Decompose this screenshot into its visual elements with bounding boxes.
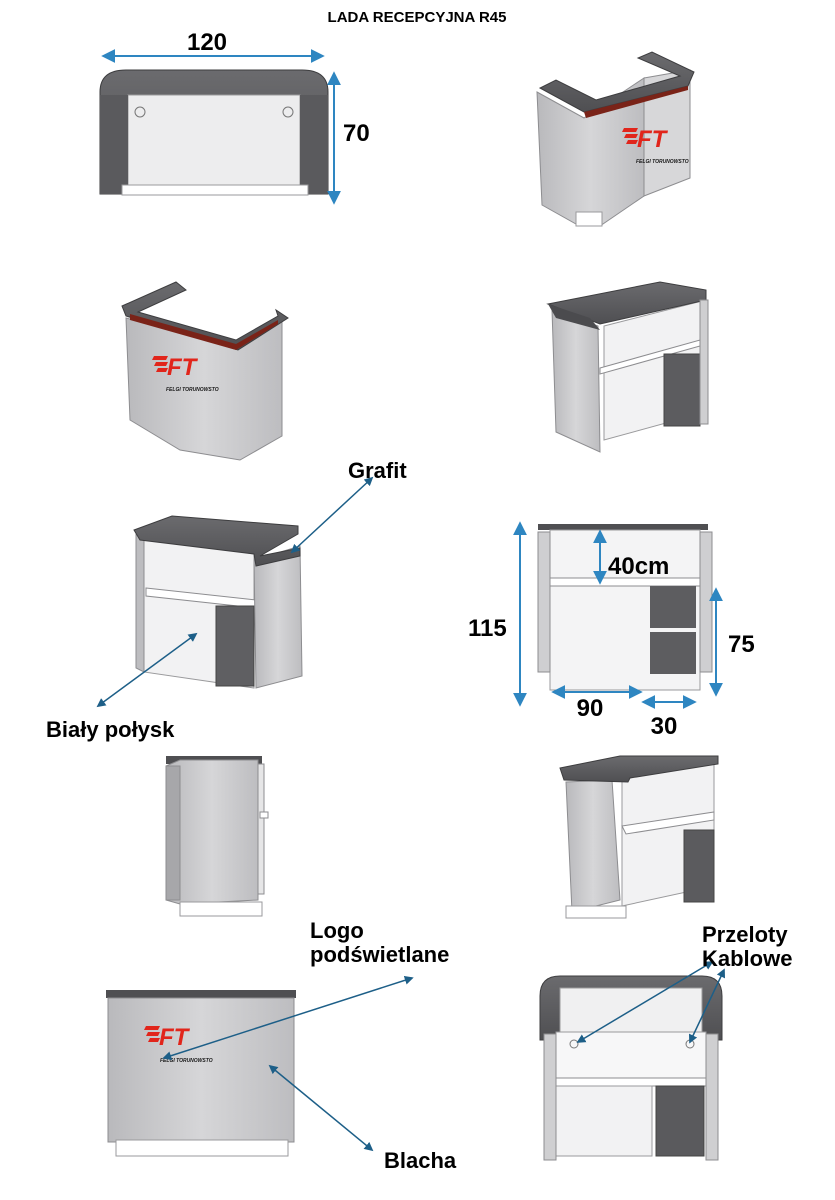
arrow-przeloty-right (689, 968, 725, 1044)
rear-perspective-view-2 (559, 755, 719, 919)
dim-width-label: 120 (187, 29, 227, 56)
front-perspective-view-left: FELGI TORUNOWSTO (121, 281, 289, 461)
materials-view: Grafit Biały połysk (46, 458, 407, 742)
arrow-grafit (290, 476, 374, 554)
cable-grommet (569, 1039, 579, 1049)
label-przeloty-line2: Kablowe (702, 946, 792, 971)
dim-cabinet-width-label: 30 (651, 713, 678, 740)
side-elevation-view (165, 756, 269, 917)
side-section-view: 115 40cm 75 90 30 (468, 521, 755, 740)
front-perspective-view: FELGI TORUNOWSTO (536, 51, 695, 227)
logo-tagline: FELGI TORUNOWSTO (166, 387, 219, 393)
rear-perspective-view (546, 281, 709, 453)
label-blacha: Blacha (384, 1148, 457, 1173)
label-grafit: Grafit (348, 458, 407, 483)
rear-elevation-view: Przeloty Kablowe (539, 922, 792, 1161)
cable-grommet (134, 106, 146, 118)
arrow-logo (162, 975, 414, 1061)
arrow-blacha (268, 1064, 374, 1152)
dim-height-label: 115 (468, 615, 507, 642)
plan-view: 120 70 (99, 29, 370, 205)
arrow-bialy-polysk (96, 632, 198, 708)
front-elevation-view: FELGI TORUNOWSTO Logo podświetlane Blach… (106, 918, 457, 1173)
label-logo-line1: Logo (310, 918, 364, 943)
sheet-title: LADA RECEPCYJNA R45 (328, 9, 507, 26)
label-przeloty-line1: Przeloty (702, 922, 788, 947)
dim-knee-width-label: 90 (577, 695, 604, 722)
logo-tagline: FELGI TORUNOWSTO (636, 159, 689, 165)
label-logo-line2: podświetlane (310, 942, 449, 967)
cable-grommet (282, 106, 294, 118)
dim-depth-label: 70 (343, 120, 370, 147)
dim-shelf-gap-label: 40cm (608, 553, 669, 580)
logo-tagline: FELGI TORUNOWSTO (160, 1058, 213, 1064)
dim-desk-height-label: 75 (728, 631, 755, 658)
label-bialy-polysk: Biały połysk (46, 717, 175, 742)
